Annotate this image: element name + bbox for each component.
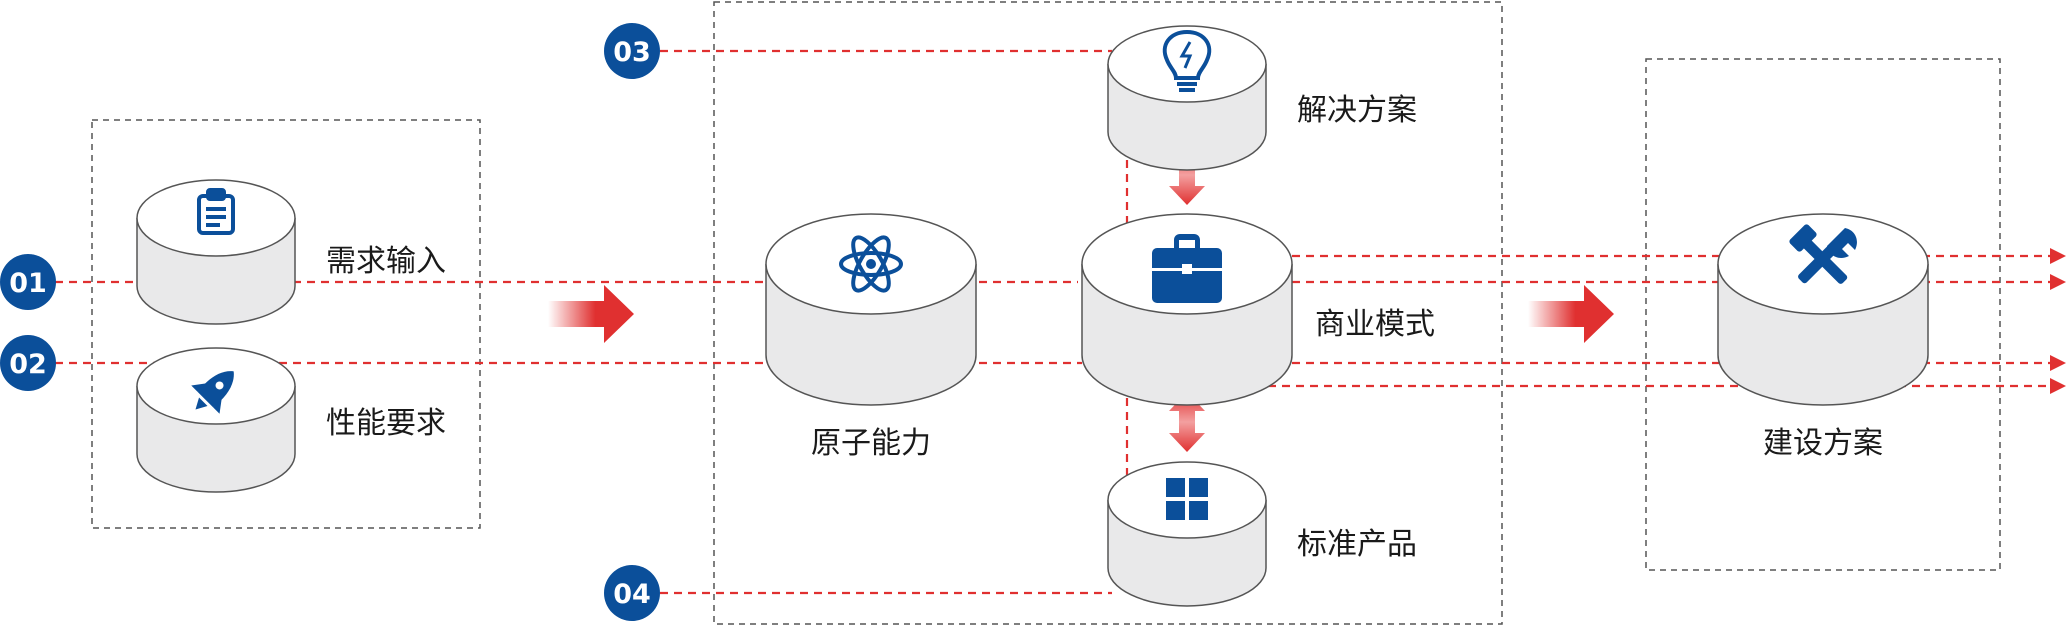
badge-04-text: 04 bbox=[613, 579, 651, 610]
label-business-model: 商业模式 bbox=[1315, 307, 1435, 342]
cylinder-business bbox=[1081, 213, 1293, 406]
label-standard-product: 标准产品 bbox=[1297, 527, 1417, 562]
grid-icon bbox=[1166, 478, 1208, 520]
badge-02: 02 bbox=[0, 335, 56, 391]
arrowhead-out-1 bbox=[2050, 248, 2066, 264]
label-solution: 解决方案 bbox=[1297, 93, 1417, 128]
cylinder-requirement bbox=[136, 179, 296, 325]
badge-01-text: 01 bbox=[9, 268, 47, 299]
atom-icon bbox=[839, 235, 903, 293]
cylinder-construction bbox=[1717, 213, 1929, 406]
output-group-frame bbox=[1645, 58, 2001, 571]
briefcase-icon bbox=[1152, 234, 1222, 303]
output-arrowheads bbox=[2050, 248, 2066, 394]
badge-01: 01 bbox=[0, 254, 56, 310]
label-performance-requirement: 性能要求 bbox=[326, 406, 446, 441]
badge-02-text: 02 bbox=[9, 349, 47, 380]
cylinder-product bbox=[1107, 461, 1267, 607]
double-arrow-lower bbox=[1169, 392, 1205, 452]
label-requirement-input: 需求输入 bbox=[326, 244, 446, 279]
arrowhead-out-4 bbox=[2050, 378, 2066, 394]
badge-03-text: 03 bbox=[613, 37, 651, 68]
label-atomic-capability: 原子能力 bbox=[811, 426, 931, 461]
arrowhead-out-3 bbox=[2050, 355, 2066, 371]
badge-03: 03 bbox=[604, 23, 660, 79]
tools-icon bbox=[1789, 224, 1857, 284]
arrowhead-out-2 bbox=[2050, 274, 2066, 290]
big-arrow-1 bbox=[548, 285, 634, 343]
badge-04: 04 bbox=[604, 565, 660, 621]
big-arrow-2 bbox=[1528, 285, 1614, 343]
input-group-frame bbox=[91, 119, 481, 529]
lightbulb-icon bbox=[1162, 29, 1212, 92]
rocket-icon bbox=[191, 371, 234, 414]
label-construction-plan: 建设方案 bbox=[1763, 426, 1883, 461]
cylinder-performance bbox=[136, 347, 296, 493]
core-group-frame bbox=[713, 1, 1503, 625]
clipboard-icon bbox=[197, 188, 235, 235]
